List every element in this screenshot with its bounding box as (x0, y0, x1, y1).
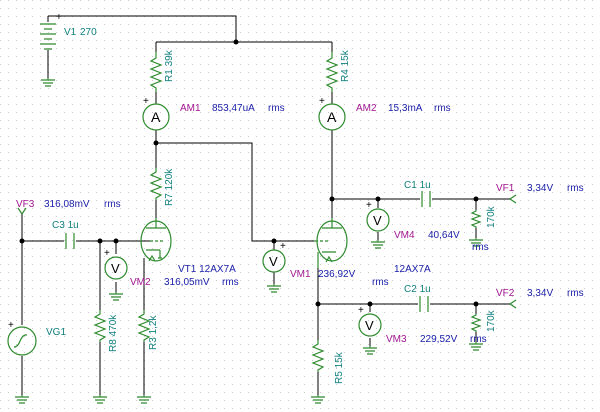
meter-mode: rms (268, 103, 285, 114)
polarity-mark: + (8, 320, 14, 331)
meter-name: VM4 (394, 230, 415, 241)
probe-name: VF3 (16, 199, 35, 210)
meter-reading: 15,3mA (388, 103, 423, 114)
resistor-load-1[interactable]: 170k (470, 205, 497, 228)
meter-reading: 229,52V (420, 334, 458, 345)
resistor-r5[interactable]: R5 15k (311, 340, 345, 384)
capacitor-label: C2 1u (404, 284, 431, 295)
polarity-mark: + (143, 96, 149, 107)
meter-mode: rms (470, 334, 487, 345)
voltmeter-vm4[interactable]: V + VM4 40,64V rms (366, 200, 489, 253)
ammeter-am2[interactable]: A + AM2 15,3mA rms (318, 96, 451, 131)
voltmeter-vm1[interactable]: V + VM1 236,92V rms (262, 241, 389, 288)
meter-reading: 40,64V (428, 230, 460, 241)
probe-name: VF1 (496, 183, 515, 194)
resistor-label: R5 15k (334, 351, 345, 384)
meter-name: VM2 (130, 277, 151, 288)
signal-generator-vg1[interactable]: + VG1 (7, 320, 66, 356)
meter-name: VM3 (386, 334, 407, 345)
meter-symbol: A (327, 109, 337, 125)
capacitor-label: C1 1u (404, 180, 431, 191)
resistor-r7[interactable]: R7 120k (149, 168, 175, 206)
meter-name: VM1 (290, 269, 311, 280)
tube-vt1[interactable]: VT1 12AX7A (140, 218, 236, 275)
resistor-label: R1 39k (164, 49, 175, 82)
meter-symbol: V (111, 261, 120, 276)
polarity-mark: + (358, 305, 364, 316)
probe-reading: 316,08mV (44, 199, 90, 210)
meter-symbol: V (373, 213, 382, 228)
capacitor-c2[interactable]: C2 1u (404, 284, 431, 312)
battery-value: 270 (80, 27, 97, 38)
polarity-mark: + (319, 96, 325, 107)
resistor-label: R7 120k (164, 168, 175, 206)
meter-mode: rms (472, 242, 489, 253)
probe-mode: rms (104, 199, 121, 210)
meter-reading: 853,47uA (212, 103, 255, 114)
capacitor-label: C3 1u (52, 220, 79, 231)
voltmeter-vm2[interactable]: V + VM2 316,05mV rms (104, 248, 239, 288)
probe-vf3[interactable]: VF3 316,08mV rms (16, 199, 121, 215)
resistor-r1[interactable]: R1 39k (149, 49, 175, 92)
meter-symbol: A (151, 109, 161, 125)
meter-symbol: V (269, 254, 278, 269)
polarity-mark: + (56, 12, 62, 23)
generator-name: VG1 (46, 327, 66, 338)
polarity-mark: + (280, 241, 286, 252)
probe-mode: rms (567, 288, 584, 299)
probe-name: VF2 (496, 288, 515, 299)
meter-mode: rms (222, 277, 239, 288)
meter-mode: rms (372, 277, 389, 288)
voltmeter-vm3[interactable]: V + VM3 229,52V rms (358, 305, 487, 345)
meter-reading: 236,92V (318, 269, 356, 280)
capacitor-c3[interactable]: C3 1u (52, 220, 79, 249)
meter-name: AM1 (180, 103, 201, 114)
tube-vt2[interactable]: 12AX7A (314, 218, 431, 275)
tube-label: VT1 12AX7A (178, 264, 236, 275)
meter-symbol: V (365, 318, 374, 333)
resistor-r3[interactable]: R3 1,2k (137, 310, 159, 350)
probe-reading: 3,34V (527, 288, 553, 299)
polarity-mark: + (104, 248, 110, 259)
resistor-r8[interactable]: R8 470k (93, 310, 119, 352)
resistor-label: 170k (486, 309, 497, 332)
meter-reading: 316,05mV (164, 277, 210, 288)
resistor-label: R4 15k (340, 49, 351, 82)
probe-reading: 3,34V (527, 183, 553, 194)
capacitor-c1[interactable]: C1 1u (404, 180, 431, 207)
resistor-label: R3 1,2k (148, 315, 159, 350)
probe-mode: rms (567, 183, 584, 194)
battery-v1[interactable]: + V1 270 (40, 12, 97, 50)
tube-label: 12AX7A (394, 264, 431, 275)
resistor-r4[interactable]: R4 15k (325, 49, 351, 92)
probe-vf2[interactable]: VF2 3,34V rms (496, 288, 584, 309)
meter-name: AM2 (356, 103, 377, 114)
battery-name: V1 (64, 27, 77, 38)
meter-mode: rms (434, 103, 451, 114)
resistor-load-2[interactable]: 170k (470, 309, 497, 332)
junction-dots (19, 39, 479, 307)
polarity-mark: + (366, 200, 372, 211)
resistor-label: R8 470k (108, 314, 119, 352)
ground-symbols (15, 78, 483, 404)
ammeter-am1[interactable]: A + AM1 853,47uA rms (142, 96, 285, 131)
probe-vf1[interactable]: VF1 3,34V rms (496, 183, 584, 204)
ground-icon (15, 78, 483, 404)
resistor-label: 170k (486, 205, 497, 228)
